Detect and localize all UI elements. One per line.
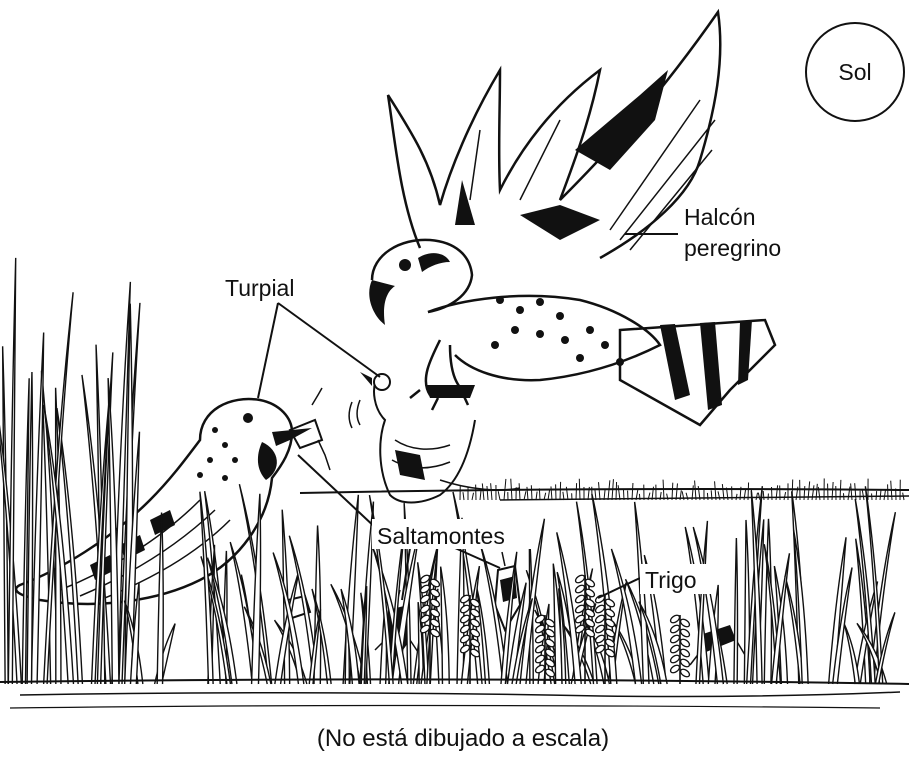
leader-bird-caught (278, 303, 380, 377)
grass-tuft (463, 492, 464, 500)
grass-tuft (482, 483, 484, 500)
grass-tuft (763, 491, 764, 500)
grass-tuft (616, 482, 617, 500)
wheat-grain (679, 628, 691, 639)
grass-tuft (623, 489, 624, 500)
falcon-talons (410, 340, 468, 410)
wheat-grain (679, 668, 691, 679)
bird-label: Turpial (225, 275, 294, 301)
grass-tuft (855, 483, 856, 500)
wheat-grain (429, 598, 441, 609)
falcon-head (372, 240, 472, 312)
wheat-grain (544, 668, 556, 679)
wheat-grain (669, 624, 681, 635)
falcon-label-line2: peregrino (684, 235, 781, 261)
grass-tuft (632, 483, 633, 500)
grass-blade (794, 530, 809, 684)
wheat-grain (594, 614, 606, 625)
sun-label: Sol (838, 59, 871, 85)
grass-tuft (695, 481, 696, 500)
sun: Sol (806, 23, 904, 121)
grass-tuft (676, 483, 677, 500)
grass-tuft (862, 489, 864, 500)
grasshopper-label: Saltamontes (377, 523, 505, 549)
wheat-grain (679, 658, 691, 669)
grass-blade (844, 624, 859, 684)
grass-tuft (539, 488, 540, 500)
wheat-grain (574, 574, 586, 585)
grass-blade (734, 538, 738, 684)
grass-tuft (579, 479, 580, 500)
wheat-grain (669, 654, 681, 665)
grass-blade (441, 567, 450, 684)
falcon-tail (620, 320, 775, 425)
grass-tuft (663, 480, 664, 500)
falcon-label-line1: Halcón (684, 204, 756, 230)
grass-tuft (903, 493, 904, 500)
grass-tuft (531, 485, 532, 500)
grass-tuft (784, 492, 786, 500)
grass-tuft (618, 485, 620, 500)
wheat-stalk (669, 614, 691, 684)
grass-tuft (707, 493, 708, 500)
wheat-grain (594, 624, 606, 635)
wheat-grain (679, 648, 691, 659)
wheat-grain (429, 588, 441, 599)
grass-tuft (524, 491, 526, 500)
grass-tuft (672, 483, 673, 500)
grass-tuft (536, 492, 537, 500)
grass-tuft (876, 491, 877, 500)
grass-tuft (748, 483, 749, 500)
wheat-grain (669, 644, 681, 655)
grass-tuft (843, 493, 844, 500)
grass-tuft (472, 493, 474, 500)
wheat-grain (604, 628, 616, 639)
grass-layer (0, 258, 895, 684)
grass-tuft (548, 490, 550, 500)
wheat-grain (679, 638, 691, 649)
grass-tuft (551, 486, 552, 500)
grass-blade (157, 513, 163, 684)
wheat-grain (669, 664, 681, 675)
falcon-body (428, 296, 660, 380)
leader-bird-standing (258, 303, 278, 398)
grass-tuft (491, 483, 492, 500)
grass-tuft (851, 483, 852, 500)
grass-tuft (718, 491, 720, 500)
grass-tuft (891, 481, 892, 500)
wheat-grain (669, 614, 681, 625)
wheat-grain (594, 634, 606, 645)
wheat-label: Trigo (645, 567, 697, 593)
grass-tuft (576, 483, 577, 500)
wheat-grain (574, 584, 586, 595)
grass-tuft (498, 491, 500, 500)
grass-tuft (804, 486, 805, 500)
grass-tuft (560, 482, 561, 500)
grass-tuft (812, 485, 814, 500)
labels: Halcón peregrino Turpial Saltamontes Tri… (222, 200, 820, 594)
grass-blade (252, 494, 261, 684)
grass-tuft (880, 490, 881, 500)
wheat-grain (429, 578, 441, 589)
grass-tuft (519, 483, 520, 500)
grass-tuft (599, 482, 600, 500)
grass-tuft (487, 486, 488, 500)
grass-tuft (639, 494, 640, 500)
wheat-grain (679, 618, 691, 629)
wheat-grain (669, 634, 681, 645)
wheat-grain (534, 614, 546, 625)
grass-tuft (736, 494, 737, 500)
scale-caption: (No está dibujado a escala) (317, 725, 609, 752)
grass-tuft (756, 493, 758, 500)
grass-tuft (758, 493, 760, 500)
